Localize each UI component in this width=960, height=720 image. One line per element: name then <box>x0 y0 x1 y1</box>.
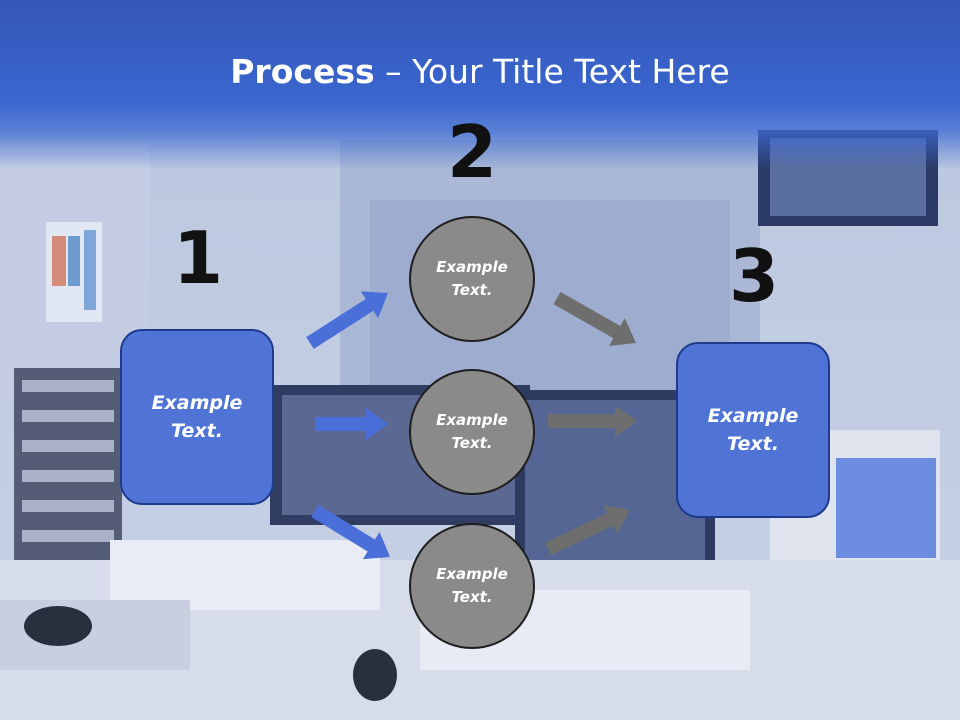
arrow-left-to-bottom-shape <box>311 505 390 560</box>
arrow-middle-to-right-shape <box>548 405 637 437</box>
right-box-text: Example Text. <box>707 404 799 456</box>
step-number-3: 3 <box>728 234 780 318</box>
circle-middle: Example Text. <box>409 369 535 495</box>
title-bold: Process <box>230 52 375 91</box>
arrow-left-to-top <box>306 291 388 349</box>
slide-title: Process – Your Title Text Here <box>0 52 960 91</box>
arrow-top-to-right <box>553 291 636 346</box>
arrow-top-to-right-shape <box>553 291 636 346</box>
left-box-text: Example Text. <box>151 391 243 443</box>
left-box: Example Text. <box>120 329 274 505</box>
arrow-bottom-to-right <box>545 505 630 556</box>
arrow-middle-to-right <box>548 405 637 437</box>
right-box: Example Text. <box>676 342 830 518</box>
step-number-2: 2 <box>446 110 498 194</box>
arrow-left-to-middle-shape <box>315 408 388 440</box>
circle-bottom: Example Text. <box>409 523 535 649</box>
arrow-left-to-bottom <box>311 505 390 560</box>
circle-top: Example Text. <box>409 216 535 342</box>
title-rest: – Your Title Text Here <box>374 52 730 91</box>
arrow-bottom-to-right-shape <box>545 505 630 556</box>
header-band <box>0 0 960 170</box>
arrow-left-to-middle <box>315 408 388 440</box>
step-number-1: 1 <box>172 216 224 300</box>
circle-bottom-text: Example Text. <box>436 564 508 606</box>
circle-top-text: Example Text. <box>436 257 508 299</box>
circle-middle-text: Example Text. <box>436 410 508 452</box>
arrow-left-to-top-shape <box>306 291 388 349</box>
